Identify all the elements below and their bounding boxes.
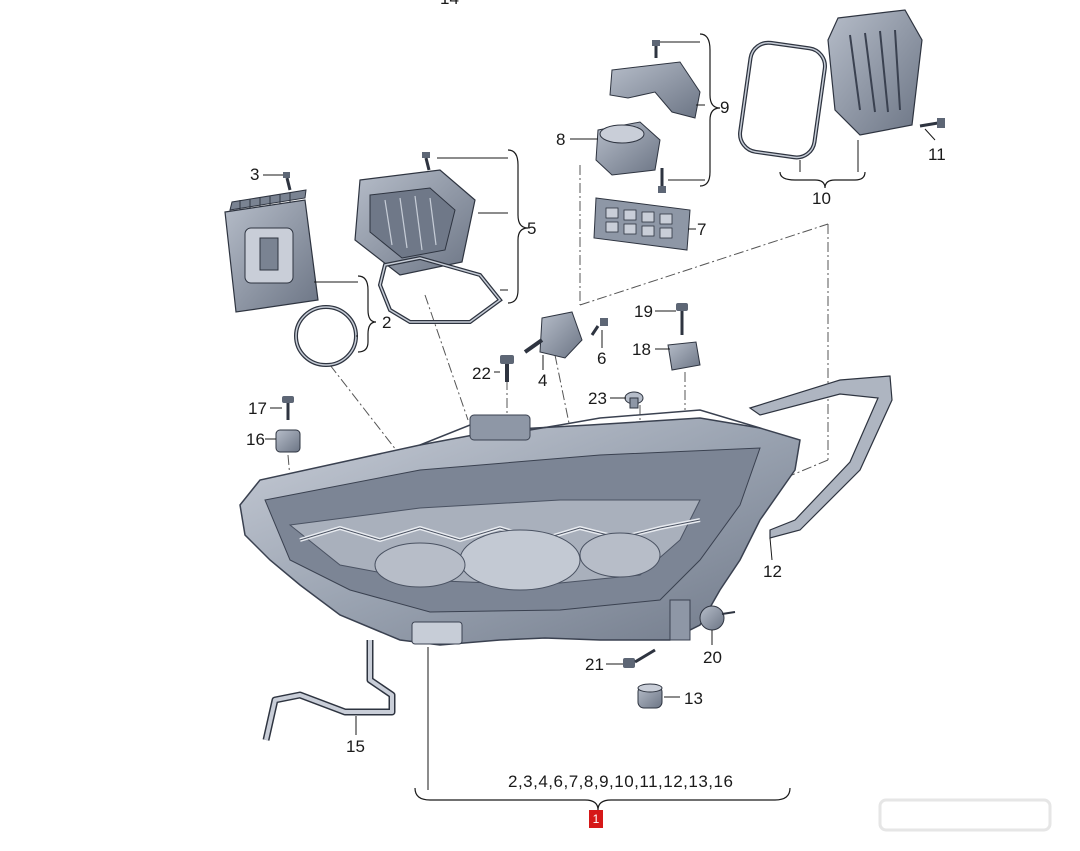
actuator-8 bbox=[595, 121, 661, 176]
cover-part bbox=[354, 169, 503, 324]
screw-19 bbox=[676, 303, 688, 335]
label-23: 23 bbox=[588, 389, 607, 408]
grommet-13 bbox=[637, 683, 663, 709]
screw-under-8 bbox=[658, 168, 666, 193]
label-14: 14 bbox=[440, 0, 459, 7]
seal-12 bbox=[748, 375, 893, 539]
screw-21 bbox=[623, 648, 656, 668]
label-leaders bbox=[263, 41, 936, 790]
label-18: 18 bbox=[632, 340, 651, 359]
assembly-parts-list: 2,3,4,6,7,8,9,10,11,12,13,16 bbox=[508, 772, 734, 791]
label-13: 13 bbox=[684, 689, 703, 708]
label-9: 9 bbox=[720, 98, 730, 117]
board-7 bbox=[593, 197, 691, 251]
screw-cover bbox=[422, 152, 431, 171]
label-21: 21 bbox=[585, 655, 604, 674]
label-11: 11 bbox=[928, 145, 946, 164]
label-22: 22 bbox=[472, 364, 491, 383]
callout-badge-1: 1 bbox=[589, 810, 603, 828]
label-17: 17 bbox=[248, 399, 267, 418]
label-10: 10 bbox=[812, 189, 831, 208]
watermark bbox=[878, 798, 1052, 832]
screw-22 bbox=[500, 355, 514, 382]
cover-10 bbox=[738, 9, 923, 160]
label-20: 20 bbox=[703, 648, 722, 667]
label-5: 5 bbox=[527, 219, 537, 238]
bracket-9 bbox=[609, 40, 701, 119]
label-6: 6 bbox=[597, 349, 607, 368]
actuator-4 bbox=[523, 311, 583, 359]
label-2: 2 bbox=[382, 313, 392, 332]
nut-18 bbox=[667, 341, 701, 371]
headlamp-assembly bbox=[239, 409, 801, 646]
screw-11 bbox=[919, 118, 945, 128]
nut-16 bbox=[275, 429, 301, 453]
label-8: 8 bbox=[556, 130, 566, 149]
control-unit-part bbox=[224, 189, 358, 367]
label-3: 3 bbox=[250, 165, 260, 184]
label-4: 4 bbox=[538, 371, 548, 390]
screw-6 bbox=[590, 318, 608, 336]
screw-3 bbox=[283, 172, 292, 191]
screw-17 bbox=[282, 396, 294, 420]
label-7: 7 bbox=[697, 220, 707, 239]
label-16: 16 bbox=[246, 430, 265, 449]
label-19: 19 bbox=[634, 302, 653, 321]
label-12: 12 bbox=[763, 562, 782, 581]
label-15: 15 bbox=[346, 737, 365, 756]
connector-20 bbox=[699, 605, 736, 631]
hose-15 bbox=[262, 640, 396, 741]
